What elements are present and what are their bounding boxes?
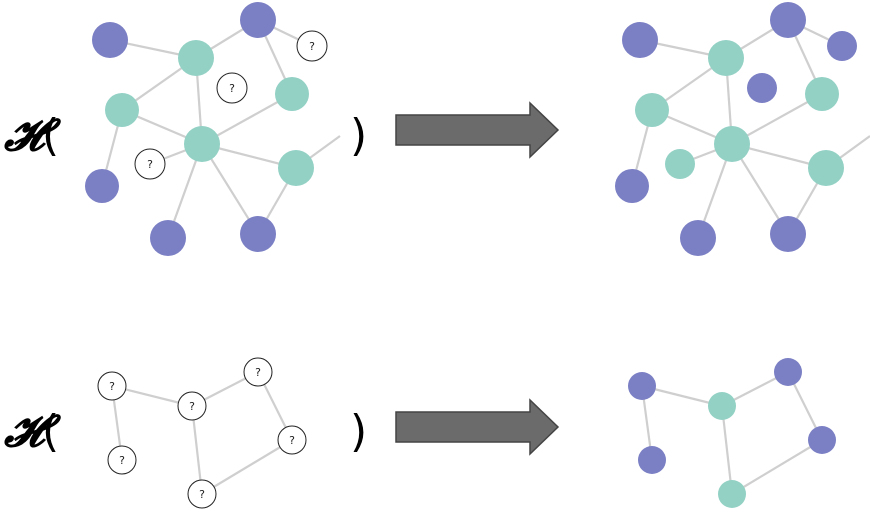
- teal-node: [808, 150, 844, 186]
- teal-node: [708, 392, 736, 420]
- unknown-node: ?: [296, 30, 328, 62]
- unknown-label: ?: [309, 40, 315, 53]
- purple-node: [808, 426, 836, 454]
- teal-node: [718, 480, 746, 508]
- teal-node: [805, 77, 839, 111]
- graph2-output: [628, 358, 836, 508]
- unknown-node: ?: [107, 445, 137, 475]
- unknown-label: ?: [255, 366, 261, 379]
- unknown-node: ?: [97, 371, 127, 401]
- right-arrow-icon: [395, 101, 560, 159]
- purple-node: [774, 358, 802, 386]
- unknown-label: ?: [199, 488, 205, 501]
- graph-edge: [190, 405, 204, 495]
- unknown-node: ?: [134, 148, 166, 180]
- purple-node: [638, 446, 666, 474]
- purple-node: [622, 22, 658, 58]
- open-paren-row1: (: [42, 110, 59, 161]
- teal-node: [278, 150, 314, 186]
- purple-node: [770, 216, 806, 252]
- unknown-label: ?: [229, 82, 235, 95]
- unknown-label: ?: [119, 454, 125, 467]
- purple-node: [92, 22, 128, 58]
- purple-node: [240, 216, 276, 252]
- unknown-label: ?: [189, 400, 195, 413]
- graph1-input: ???: [85, 2, 341, 256]
- graph-edge: [201, 439, 293, 495]
- close-paren-row1: ): [350, 110, 367, 161]
- unknown-label: ?: [147, 158, 153, 171]
- graph-edge: [731, 439, 823, 495]
- graph1-output: [615, 2, 870, 256]
- open-paren-row2: (: [42, 406, 59, 457]
- teal-node: [275, 77, 309, 111]
- unknown-label: ?: [289, 434, 295, 447]
- teal-node: [184, 126, 220, 162]
- right-arrow-icon: [395, 398, 560, 456]
- graph-edge: [720, 405, 734, 495]
- unknown-node: ?: [277, 425, 307, 455]
- purple-node: [680, 220, 716, 256]
- unknown-node: ?: [216, 72, 248, 104]
- teal-node: [714, 126, 750, 162]
- purple-node: [615, 169, 649, 203]
- unknown-node: ?: [187, 479, 217, 509]
- purple-node: [628, 372, 656, 400]
- purple-node: [827, 31, 857, 61]
- teal-node: [708, 40, 744, 76]
- purple-node: [240, 2, 276, 38]
- purple-node: [150, 220, 186, 256]
- graph2-input: ??????: [97, 357, 307, 509]
- purple-node: [770, 2, 806, 38]
- teal-node: [635, 93, 669, 127]
- unknown-node: ?: [243, 357, 273, 387]
- purple-node: [85, 169, 119, 203]
- teal-node: [178, 40, 214, 76]
- teal-node: [105, 93, 139, 127]
- unknown-label: ?: [109, 380, 115, 393]
- teal-node: [665, 149, 695, 179]
- unknown-node: ?: [177, 391, 207, 421]
- close-paren-row2: ): [350, 406, 367, 457]
- purple-node: [747, 73, 777, 103]
